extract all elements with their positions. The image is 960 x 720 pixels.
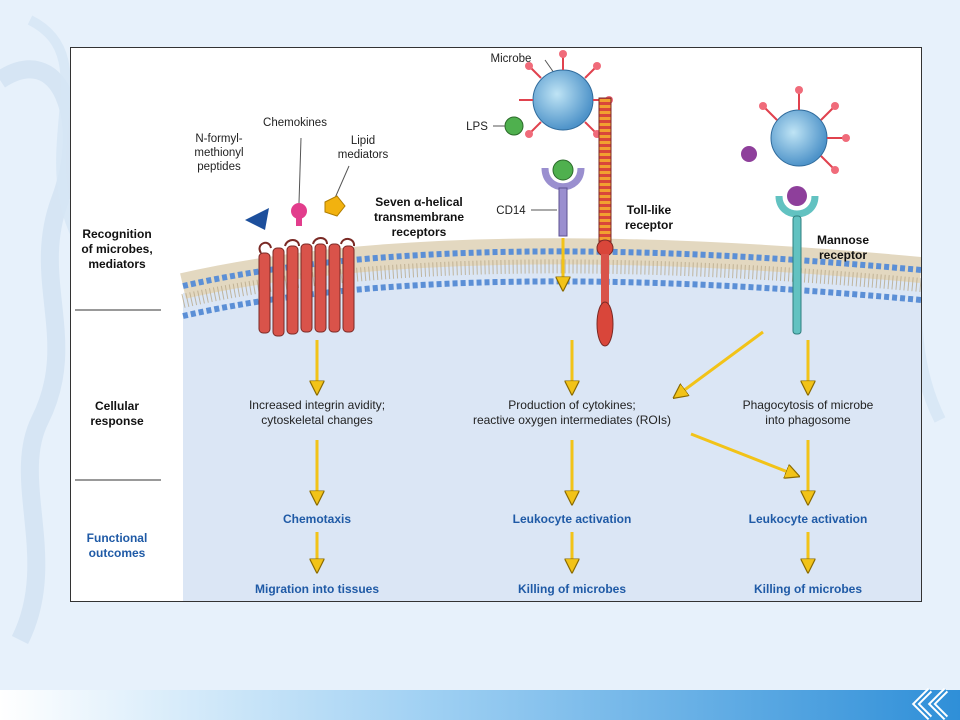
microbe-icon [493, 50, 613, 138]
label-nformyl: methionyl [194, 147, 243, 159]
row-label-recognition: mediators [88, 257, 146, 271]
label-column [71, 48, 183, 601]
label-cd14: CD14 [496, 205, 526, 217]
label-microbe: Microbe [491, 53, 532, 65]
toll-like-receptor [596, 97, 614, 347]
outcome-col1: Chemotaxis [283, 512, 351, 526]
row-label-recognition: Recognition [82, 227, 151, 241]
seven-helix-receptor [258, 237, 356, 337]
mannose-receptor [775, 186, 819, 335]
response-col1: cytoskeletal changes [261, 413, 372, 427]
outcome-col3: Leukocyte activation [749, 512, 868, 526]
row-label-functional: Functional [87, 531, 148, 545]
label-seven-helix: transmembrane [374, 210, 464, 224]
row-label-functional: outcomes [89, 546, 146, 560]
label-lps: LPS [466, 121, 488, 133]
footer-band [0, 690, 960, 720]
final-col1: Migration into tissues [255, 582, 379, 596]
label-lipid: mediators [338, 149, 389, 161]
chemokine-icon [291, 137, 307, 226]
response-col3: into phagosome [765, 413, 851, 427]
chevron-left-icon[interactable] [896, 688, 960, 720]
cytoplasm [183, 257, 921, 601]
nformyl-peptide-icon [245, 208, 269, 230]
row-label-cellular: Cellular [95, 399, 139, 413]
label-toll-like: Toll-like [627, 203, 672, 217]
microbe-icon [741, 86, 850, 174]
outcome-col2: Leukocyte activation [513, 512, 632, 526]
row-label-cellular: response [90, 414, 144, 428]
label-seven-helix: receptors [392, 225, 447, 239]
label-mannose: Mannose [817, 233, 869, 247]
label-nformyl: peptides [197, 161, 241, 173]
immune-receptor-diagram: Recognition of microbes, mediators Cellu… [70, 47, 922, 602]
response-col2: reactive oxygen intermediates (ROIs) [473, 413, 671, 427]
response-col3: Phagocytosis of microbe [743, 398, 874, 412]
label-mannose: receptor [819, 248, 867, 262]
cd14-receptor [531, 159, 585, 237]
label-chemokines: Chemokines [263, 117, 327, 129]
response-col1: Increased integrin avidity; [249, 398, 385, 412]
final-col3: Killing of microbes [754, 582, 862, 596]
label-lipid: Lipid [351, 135, 375, 147]
flow-arrows [317, 238, 808, 566]
label-nformyl: N-formyl- [195, 133, 242, 145]
label-toll-like: receptor [625, 218, 673, 232]
row-label-recognition: of microbes, [81, 242, 152, 256]
lipid-mediator-icon [324, 165, 350, 217]
label-seven-helix: Seven α-helical [375, 195, 462, 209]
response-col2: Production of cytokines; [508, 398, 635, 412]
final-col2: Killing of microbes [518, 582, 626, 596]
